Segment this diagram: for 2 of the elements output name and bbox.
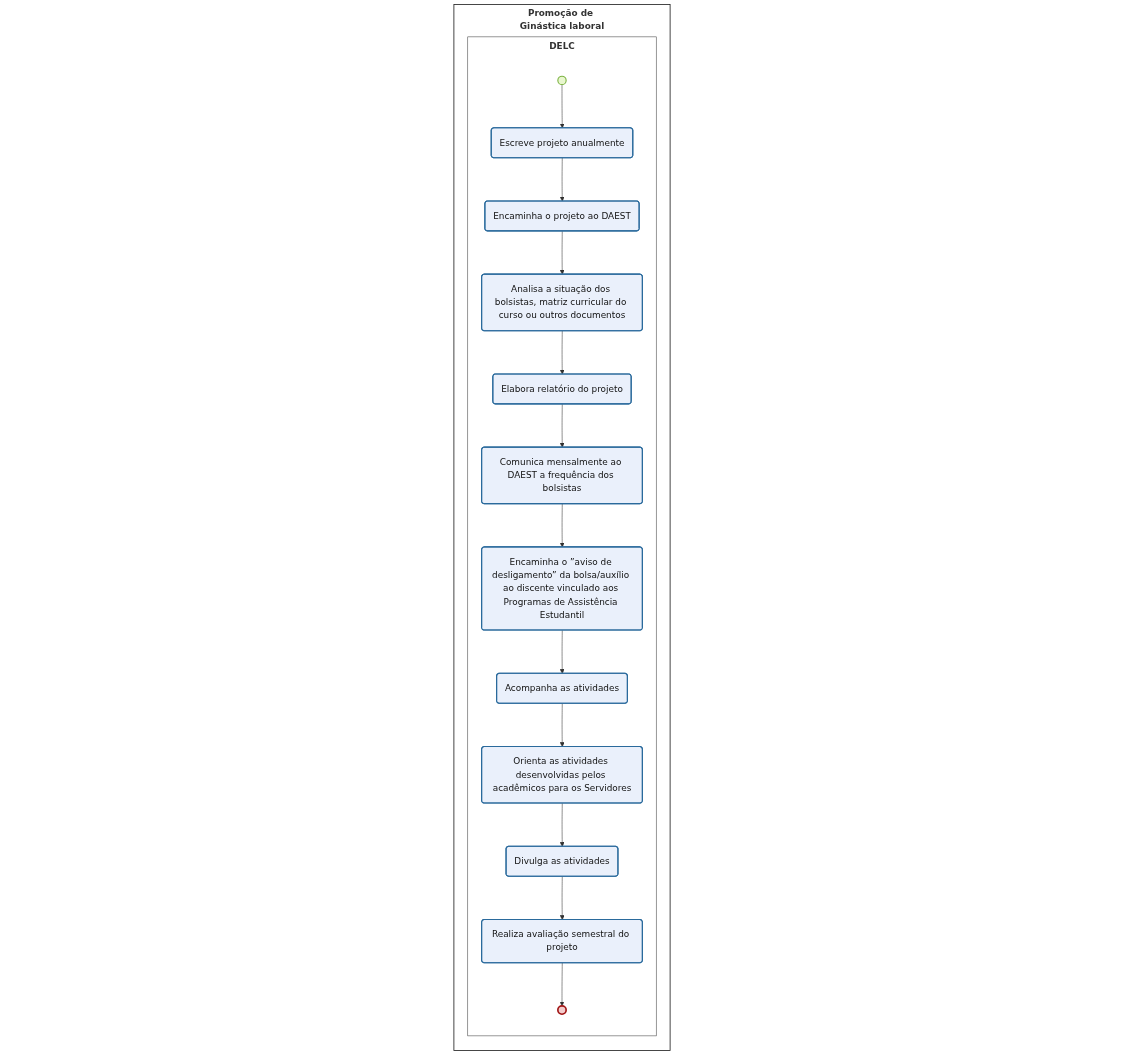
node-circle bbox=[557, 75, 567, 86]
node-circle bbox=[557, 1005, 567, 1016]
